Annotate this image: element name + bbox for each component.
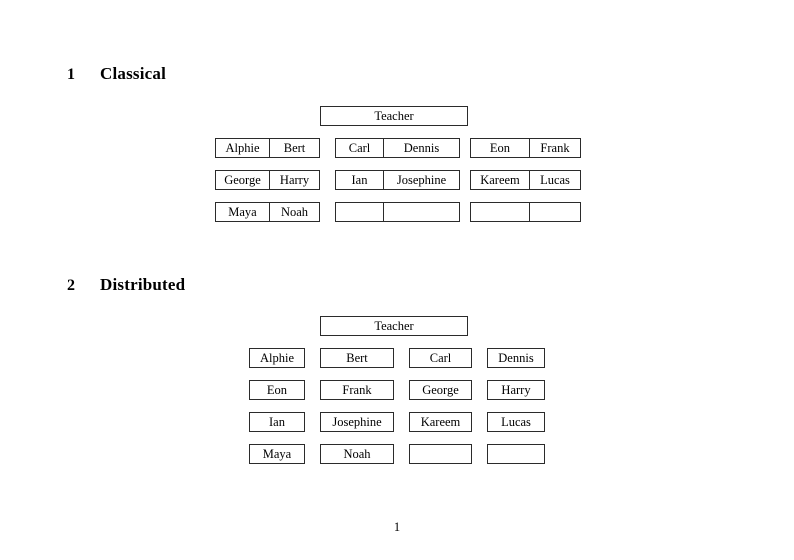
classical-cell: Maya	[228, 205, 257, 219]
section-title: Classical	[100, 64, 167, 83]
classical-cell: Noah	[269, 203, 319, 221]
classical-group: Carl Dennis	[335, 138, 460, 158]
distributed-box: Bert	[320, 348, 394, 368]
distributed-box: Ian	[249, 412, 305, 432]
classical-group: Maya Noah	[215, 202, 320, 222]
classical-cell-empty	[383, 203, 459, 221]
teacher-box-distributed: Teacher	[320, 316, 468, 336]
classical-group: Alphie Bert	[215, 138, 320, 158]
classical-cell: Carl	[348, 141, 371, 155]
classical-cell: Eon	[489, 141, 511, 155]
distributed-box: Harry	[487, 380, 545, 400]
classical-group: George Harry	[215, 170, 320, 190]
distributed-box: Maya	[249, 444, 305, 464]
section-title: Distributed	[100, 275, 186, 294]
distributed-box: Noah	[320, 444, 394, 464]
distributed-box: George	[409, 380, 472, 400]
distributed-box: Josephine	[320, 412, 394, 432]
section-number: 1	[67, 66, 76, 83]
distributed-box: Lucas	[487, 412, 545, 432]
distributed-box: Carl	[409, 348, 472, 368]
classical-cell: Josephine	[383, 171, 459, 189]
distributed-box: Dennis	[487, 348, 545, 368]
distributed-box: Frank	[320, 380, 394, 400]
distributed-box: Alphie	[249, 348, 305, 368]
section-heading-classical: 1 Classical	[67, 64, 166, 84]
distributed-box: Eon	[249, 380, 305, 400]
classical-group: Eon Frank	[470, 138, 581, 158]
classical-cell: Kareem	[480, 173, 520, 187]
classical-cell-empty	[529, 203, 580, 221]
distributed-box-empty	[487, 444, 545, 464]
classical-cell: Alphie	[225, 141, 260, 155]
classical-group: Kareem Lucas	[470, 170, 581, 190]
classical-group-empty	[335, 202, 460, 222]
classical-cell: Harry	[269, 171, 319, 189]
classical-cell-empty	[336, 203, 383, 221]
classical-cell: Frank	[529, 139, 580, 157]
classical-cell: Lucas	[529, 171, 580, 189]
classical-cell: Bert	[269, 139, 319, 157]
distributed-box: Kareem	[409, 412, 472, 432]
page-number: 1	[393, 520, 401, 534]
classical-cell: George	[224, 173, 261, 187]
classical-cell: Dennis	[383, 139, 459, 157]
classical-cell: Ian	[351, 173, 368, 187]
distributed-box-empty	[409, 444, 472, 464]
classical-cell-empty	[471, 203, 529, 221]
section-number: 2	[67, 277, 76, 294]
section-heading-distributed: 2 Distributed	[67, 275, 185, 295]
teacher-box-classical: Teacher	[320, 106, 468, 126]
classical-group: Ian Josephine	[335, 170, 460, 190]
classical-group-empty	[470, 202, 581, 222]
